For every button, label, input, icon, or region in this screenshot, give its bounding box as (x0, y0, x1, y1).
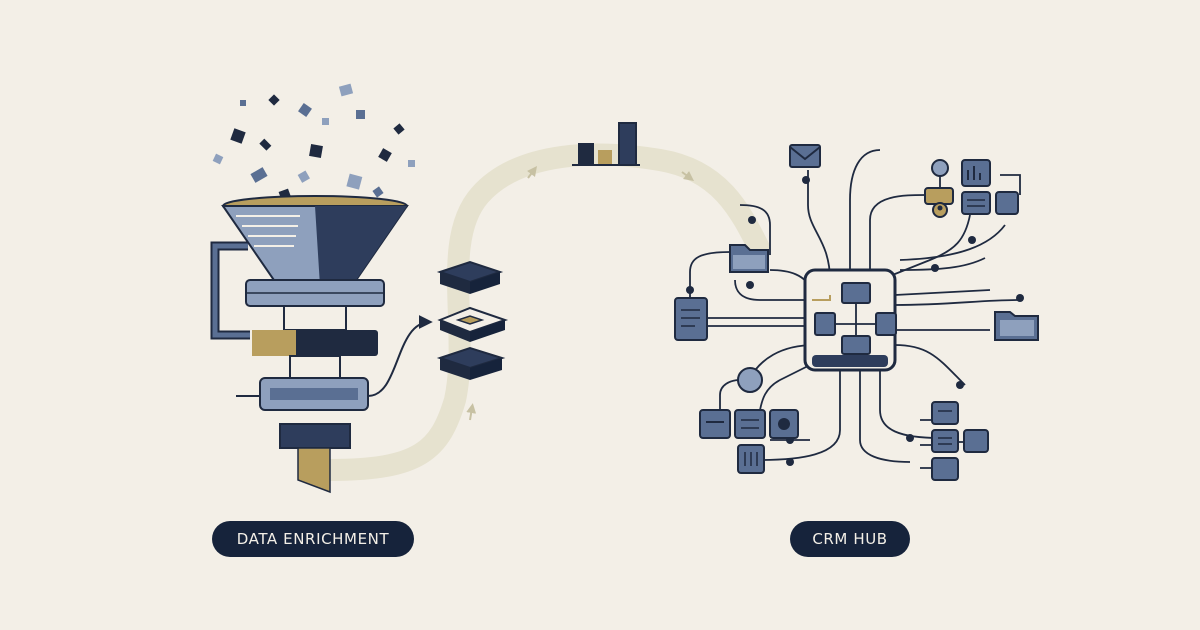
hub-chip-icon (803, 268, 897, 372)
layered-blocks-icon (436, 260, 509, 380)
bar-chart-icon (572, 122, 640, 166)
top-right-cluster (931, 159, 1024, 302)
bottom-right-cluster (920, 401, 989, 481)
crm-hub-label: CRM HUB (790, 521, 910, 557)
user-badge-icon (924, 187, 954, 218)
folder-icon (729, 244, 769, 273)
folder-icon (994, 311, 1039, 341)
document-icon (674, 297, 708, 341)
raw-data-fragments (212, 83, 415, 202)
funnel-output-arrow (367, 315, 433, 397)
envelope-icon (789, 144, 821, 184)
flow-band (319, 143, 771, 481)
bottom-left-cluster (699, 367, 799, 474)
funnel-icon (210, 195, 409, 494)
data-enrichment-label: DATA ENRICHMENT (212, 521, 414, 557)
